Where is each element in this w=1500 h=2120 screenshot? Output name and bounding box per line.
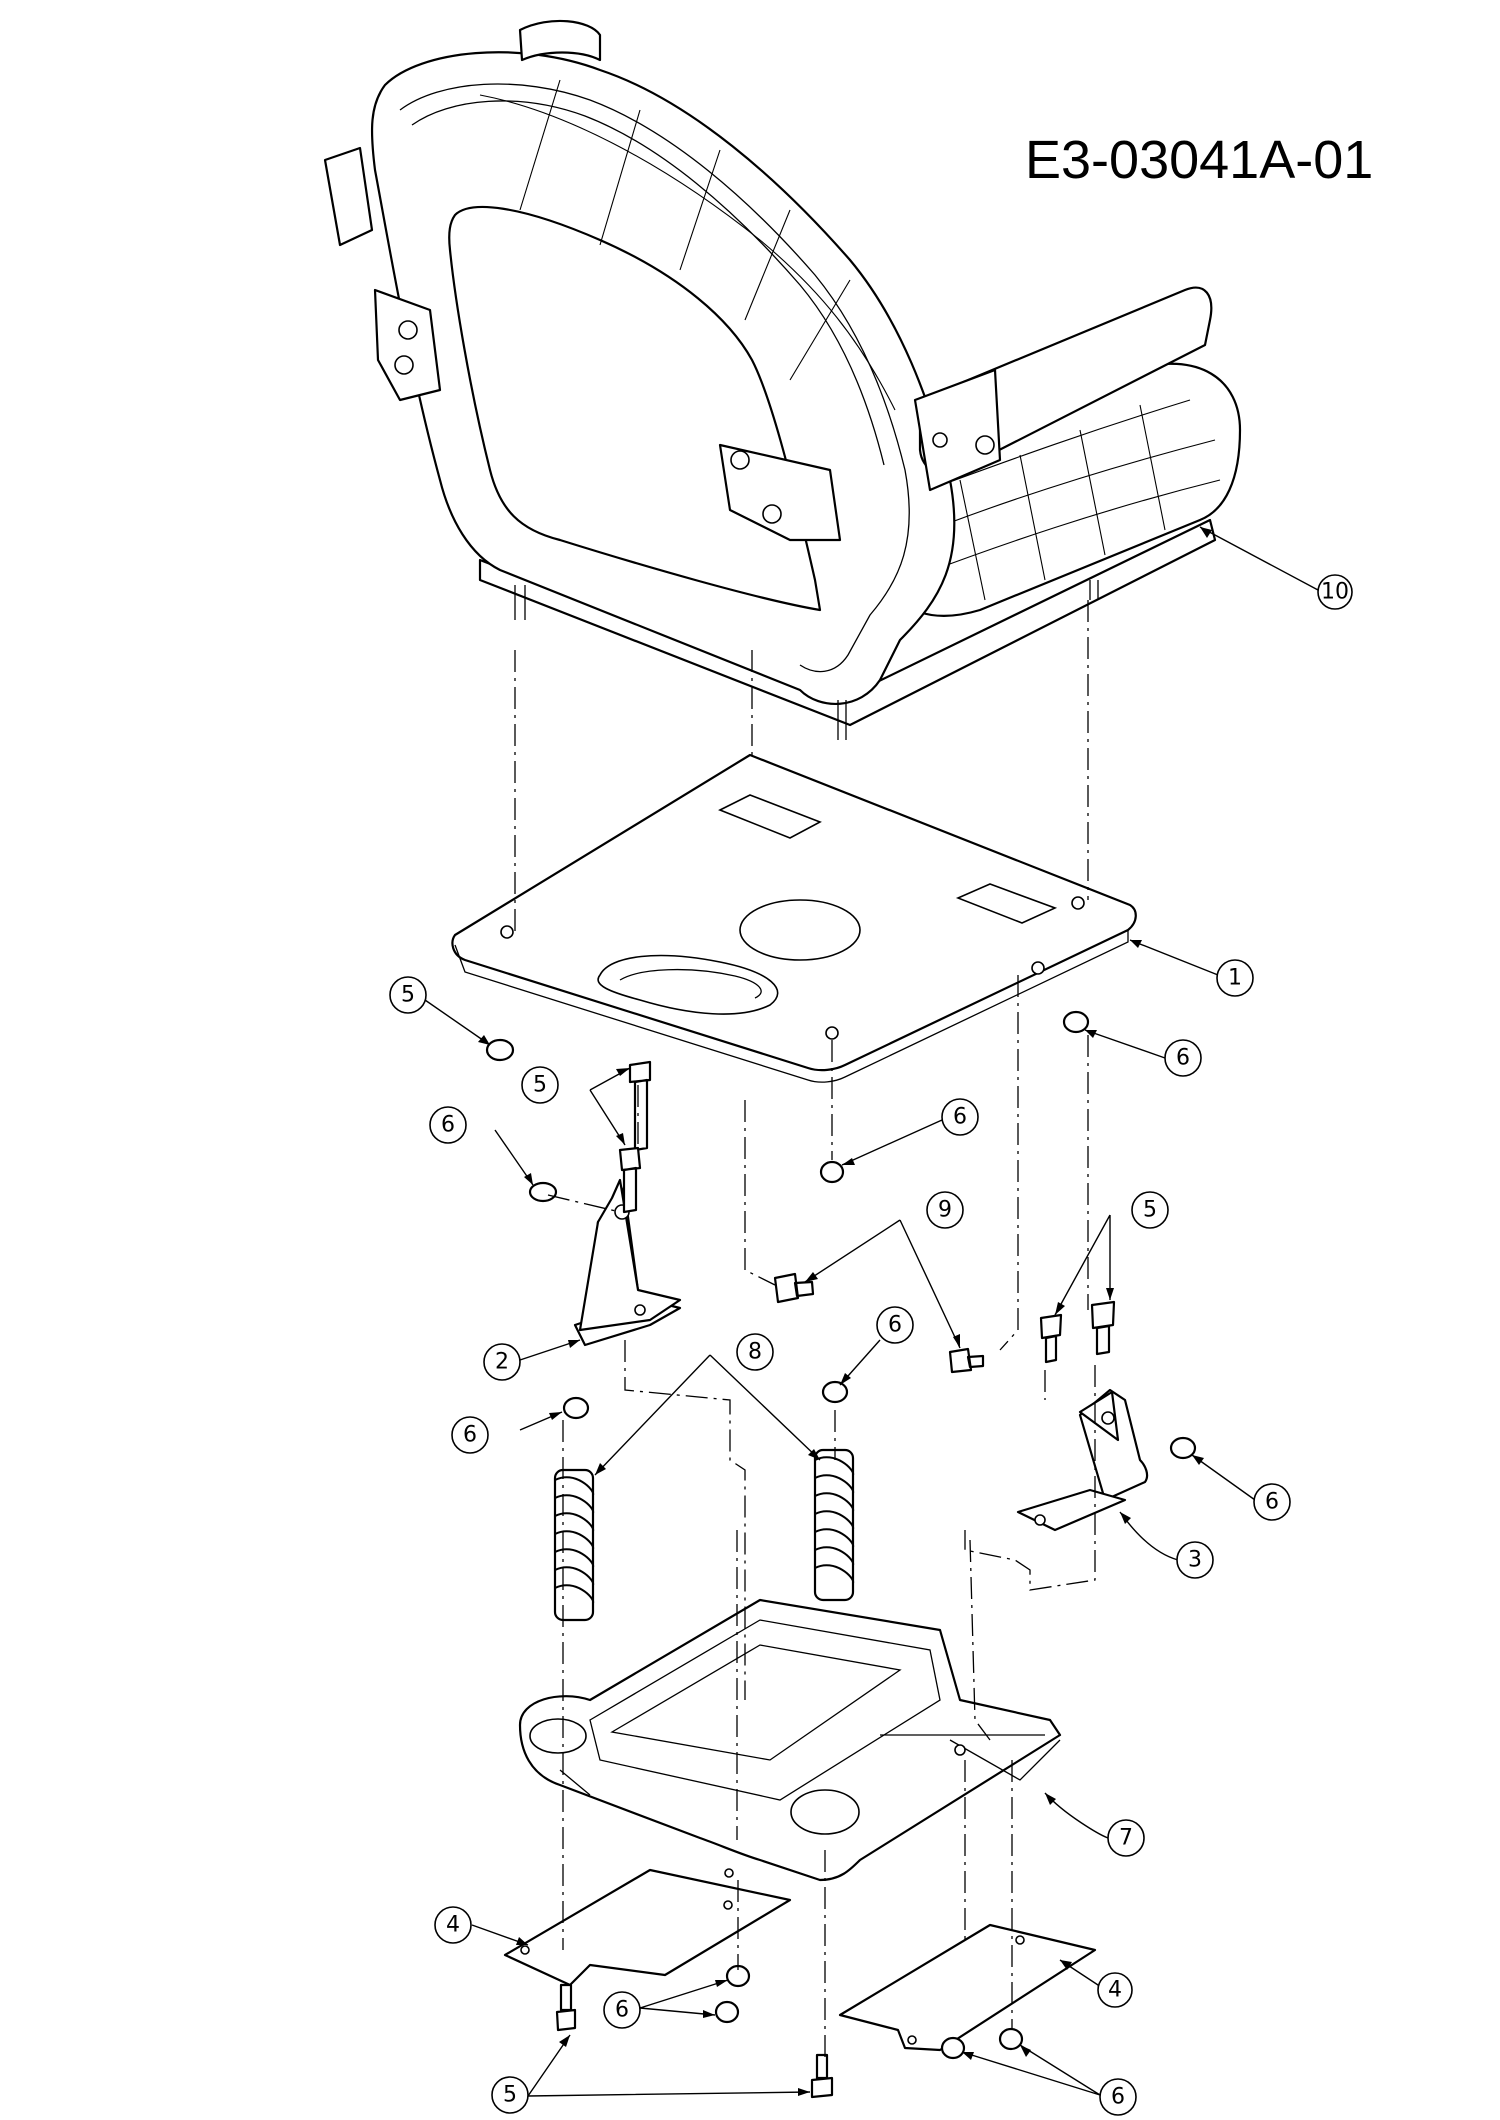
svg-text:6: 6 [441,1113,455,1138]
svg-text:6: 6 [463,1423,477,1448]
callout-8: 8 [594,1333,821,1476]
cover-plate-left [503,1868,792,1987]
seat-base [518,1598,1062,1882]
svg-text:5: 5 [1143,1198,1157,1223]
callout-5-right: 5 [1054,1191,1169,1316]
callout-6-left-mid: 6 [429,1106,534,1186]
seat-assembly [323,19,1242,740]
right-bracket [1016,1388,1149,1532]
cover-plate-right [838,1923,1097,2052]
callout-5-left: 5 [521,1066,631,1146]
svg-text:4: 4 [446,1913,460,1938]
callout-6-bottom-right: 6 [961,2044,1137,2116]
svg-text:2: 2 [495,1350,509,1375]
callout-3: 3 [1119,1511,1214,1579]
callout-1: 1 [1129,939,1254,997]
svg-text:6: 6 [1265,1490,1279,1515]
callouts: 10 1 5 6 5 [389,526,1353,2116]
callout-4-right: 4 [1059,1959,1133,2008]
callout-6-right: 6 [1191,1454,1291,1521]
callout-6-upper-right: 6 [1084,1029,1202,1077]
svg-text:10: 10 [1321,580,1349,605]
svg-text:8: 8 [748,1340,762,1365]
svg-text:6: 6 [1176,1046,1190,1071]
svg-text:5: 5 [503,2083,517,2108]
callout-2: 2 [483,1339,581,1381]
svg-text:5: 5 [533,1073,547,1098]
svg-text:6: 6 [888,1313,902,1338]
spring-right [813,1448,855,1602]
svg-text:6: 6 [615,1998,629,2023]
assembly-lines [514,600,1096,2060]
callout-5-bottom: 5 [491,2034,811,2114]
svg-text:3: 3 [1188,1548,1202,1573]
callout-6-bottom-left: 6 [603,1979,729,2029]
callout-6-mid: 6 [839,1306,914,1386]
callout-10: 10 [1199,526,1353,610]
callout-7: 7 [1044,1792,1145,1857]
hardware [485,1010,1197,2099]
spring-left [553,1468,595,1622]
svg-text:6: 6 [953,1105,967,1130]
seat-mounting-plate [451,753,1137,1083]
svg-text:7: 7 [1119,1826,1133,1851]
svg-text:4: 4 [1108,1978,1122,2003]
callout-6-lower-left: 6 [451,1411,563,1454]
svg-text:6: 6 [1111,2085,1125,2110]
callout-9: 9 [804,1191,964,1349]
callout-6-center: 6 [841,1098,979,1166]
figure-code: E3-03041A-01 [1025,130,1373,190]
svg-text:9: 9 [938,1198,952,1223]
svg-text:5: 5 [401,983,415,1008]
svg-text:1: 1 [1228,966,1242,991]
callout-6-upper-left: 5 [389,976,491,1046]
callout-4-left: 4 [434,1906,529,1946]
